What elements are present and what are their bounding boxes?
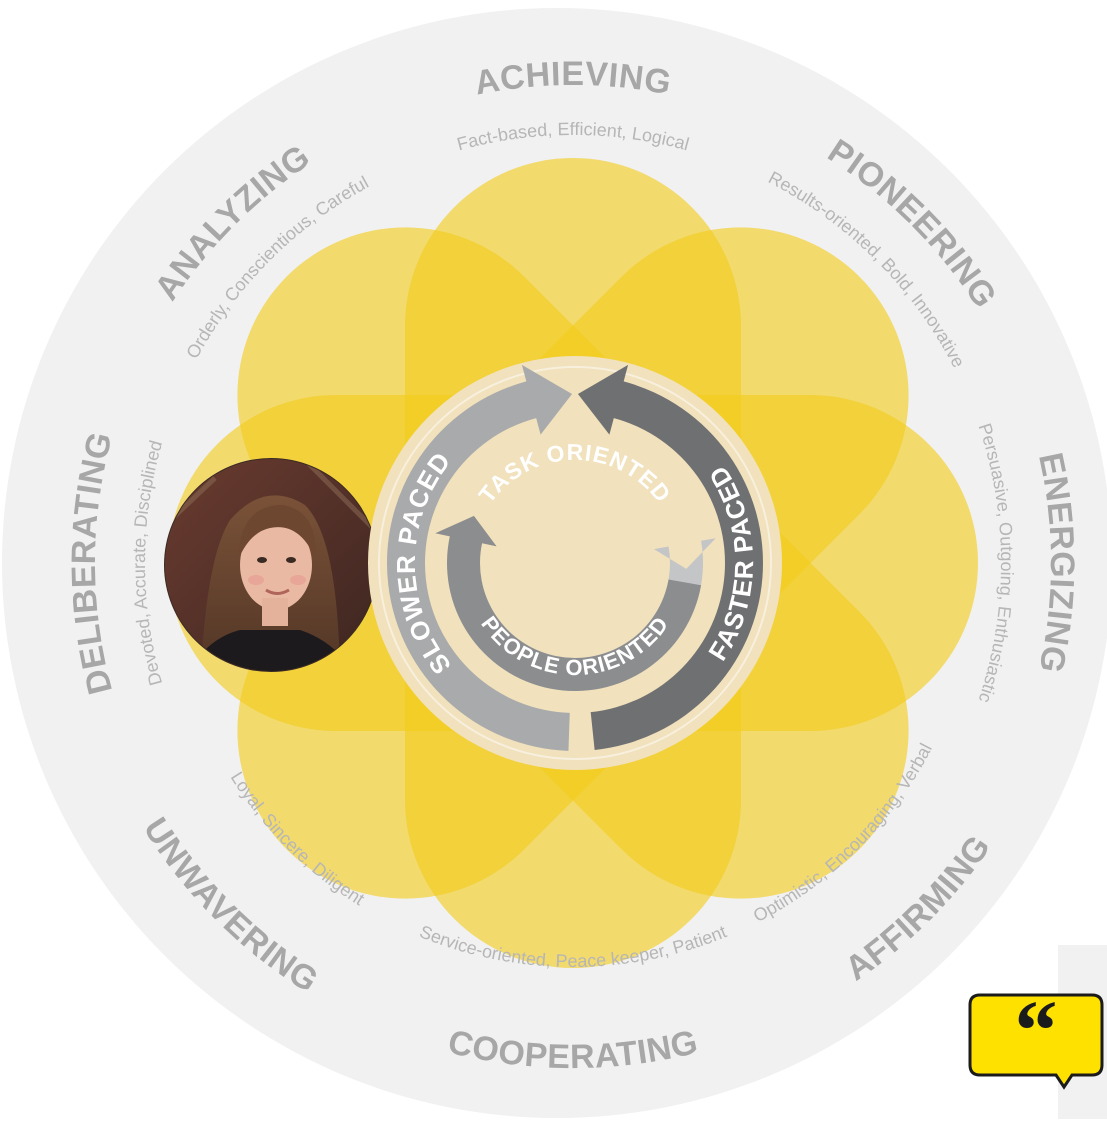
svg-text:“: “ bbox=[1015, 993, 1058, 1078]
avatar bbox=[164, 458, 378, 672]
quote-bubble-icon: “ bbox=[968, 993, 1104, 1090]
quote-button[interactable]: “ bbox=[968, 993, 1104, 1091]
arrow-outer-faster-down bbox=[577, 364, 763, 750]
arrow-inner-people bbox=[435, 515, 702, 691]
center-disc bbox=[368, 356, 782, 770]
cycle-arrows bbox=[386, 364, 763, 751]
arrow-outer-slower-up bbox=[386, 364, 573, 751]
